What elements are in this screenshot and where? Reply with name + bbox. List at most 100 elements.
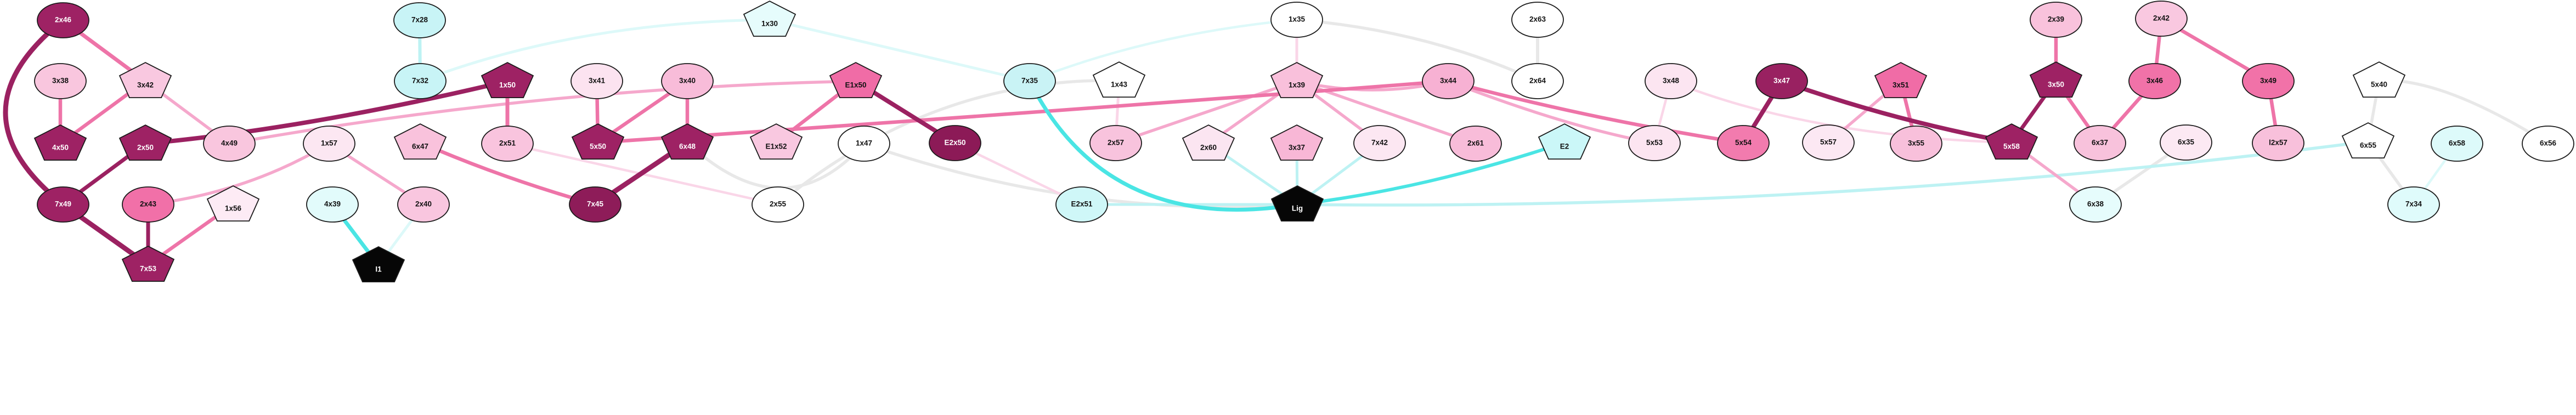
node-6x58[interactable]: 6x58	[2431, 126, 2483, 162]
node-2x50[interactable]: 2x50	[118, 124, 172, 161]
node-7x42[interactable]: 7x42	[1353, 125, 1406, 161]
node-shape-3x51[interactable]	[1874, 62, 1928, 99]
node-shape-Lig[interactable]	[1270, 185, 1324, 222]
node-2x40[interactable]: 2x40	[397, 186, 450, 223]
node-shape-1x35[interactable]	[1270, 2, 1323, 38]
node-shape-1x56[interactable]	[206, 185, 260, 222]
node-2x61[interactable]: 2x61	[1449, 126, 1502, 162]
node-6x48[interactable]: 6x48	[660, 123, 714, 160]
node-shape-7x45[interactable]	[569, 186, 622, 223]
node-shape-6x55[interactable]	[2341, 122, 2395, 159]
node-shape-2x51[interactable]	[481, 126, 534, 162]
node-6x55[interactable]: 6x55	[2341, 122, 2395, 159]
node-shape-3x38[interactable]	[34, 63, 87, 99]
node-shape-1x47[interactable]	[838, 126, 890, 162]
node-2x46[interactable]: 2x46	[37, 2, 89, 38]
node-2x42[interactable]: 2x42	[2135, 1, 2188, 37]
node-7x35[interactable]: 7x35	[1003, 63, 1056, 99]
node-5x57[interactable]: 5x57	[1802, 124, 1855, 161]
node-shape-6x56[interactable]	[2522, 126, 2574, 162]
node-3x44[interactable]: 3x44	[1422, 63, 1475, 99]
node-shape-E2[interactable]	[1538, 123, 1591, 160]
node-shape-5x54[interactable]	[1717, 125, 1770, 161]
node-2x57[interactable]: 2x57	[1089, 125, 1142, 161]
node-5x53[interactable]: 5x53	[1628, 125, 1681, 161]
node-shape-3x37[interactable]	[1270, 124, 1324, 161]
node-shape-2x55[interactable]	[752, 186, 804, 223]
node-3x55[interactable]: 3x55	[1890, 126, 1942, 162]
node-shape-3x49[interactable]	[2242, 63, 2295, 99]
node-shape-2x57[interactable]	[1089, 125, 1142, 161]
node-2x63[interactable]: 2x63	[1511, 2, 1564, 38]
node-3x41[interactable]: 3x41	[570, 63, 623, 99]
node-1x50[interactable]: 1x50	[481, 62, 534, 99]
node-E2x50[interactable]: E2x50	[929, 125, 981, 161]
node-shape-3x42[interactable]	[118, 62, 172, 99]
node-shape-4x49[interactable]	[203, 126, 256, 162]
node-7x49[interactable]: 7x49	[37, 186, 89, 223]
node-shape-1x43[interactable]	[1092, 61, 1146, 98]
node-shape-6x47[interactable]	[393, 123, 447, 160]
node-shape-E2x51[interactable]	[1055, 186, 1108, 223]
node-shape-2x40[interactable]	[397, 186, 450, 223]
node-shape-7x42[interactable]	[1353, 125, 1406, 161]
node-1x43[interactable]: 1x43	[1092, 61, 1146, 98]
node-shape-4x50[interactable]	[33, 124, 87, 161]
node-shape-7x35[interactable]	[1003, 63, 1056, 99]
node-shape-3x55[interactable]	[1890, 126, 1942, 162]
node-3x49[interactable]: 3x49	[2242, 63, 2295, 99]
node-shape-5x58[interactable]	[1985, 123, 2038, 160]
node-shape-6x38[interactable]	[2069, 186, 2122, 223]
node-1x30[interactable]: 1x30	[743, 1, 796, 37]
node-3x51[interactable]: 3x51	[1874, 62, 1928, 99]
node-shape-1x30[interactable]	[743, 1, 796, 37]
node-2x64[interactable]: 2x64	[1511, 63, 1564, 99]
node-shape-2x60[interactable]	[1182, 124, 1235, 161]
node-2x39[interactable]: 2x39	[2030, 2, 2082, 38]
node-3x46[interactable]: 3x46	[2128, 63, 2181, 99]
node-shape-E2x50[interactable]	[929, 125, 981, 161]
node-shape-7x49[interactable]	[37, 186, 89, 223]
node-shape-3x48[interactable]	[1645, 63, 1697, 99]
node-E2x51[interactable]: E2x51	[1055, 186, 1108, 223]
node-1x47[interactable]: 1x47	[838, 126, 890, 162]
node-3x38[interactable]: 3x38	[34, 63, 87, 99]
node-7x34[interactable]: 7x34	[2387, 186, 2440, 223]
node-6x47[interactable]: 6x47	[393, 123, 447, 160]
node-5x58[interactable]: 5x58	[1985, 123, 2038, 160]
node-shape-l2x57[interactable]	[2252, 125, 2304, 161]
node-3x40[interactable]: 3x40	[661, 63, 714, 99]
node-shape-1x57[interactable]	[303, 126, 355, 162]
node-3x48[interactable]: 3x48	[1645, 63, 1697, 99]
node-shape-6x48[interactable]	[660, 123, 714, 160]
node-6x56[interactable]: 6x56	[2522, 126, 2574, 162]
node-2x43[interactable]: 2x43	[122, 186, 174, 223]
node-shape-5x57[interactable]	[1802, 124, 1855, 161]
node-7x28[interactable]: 7x28	[393, 2, 446, 38]
node-shape-3x44[interactable]	[1422, 63, 1475, 99]
node-7x32[interactable]: 7x32	[394, 63, 447, 99]
node-shape-2x46[interactable]	[37, 2, 89, 38]
node-2x51[interactable]: 2x51	[481, 126, 534, 162]
node-4x39[interactable]: 4x39	[306, 186, 359, 223]
node-7x45[interactable]: 7x45	[569, 186, 622, 223]
node-shape-2x42[interactable]	[2135, 1, 2188, 37]
node-I1[interactable]: I1	[352, 246, 405, 282]
node-1x57[interactable]: 1x57	[303, 126, 355, 162]
node-shape-7x53[interactable]	[121, 246, 175, 282]
node-l2x57[interactable]: l2x57	[2252, 125, 2304, 161]
node-shape-2x61[interactable]	[1449, 126, 1502, 162]
node-1x39[interactable]: 1x39	[1270, 62, 1324, 99]
node-2x55[interactable]: 2x55	[752, 186, 804, 223]
node-6x37[interactable]: 6x37	[2074, 125, 2126, 161]
node-shape-5x53[interactable]	[1628, 125, 1681, 161]
node-5x54[interactable]: 5x54	[1717, 125, 1770, 161]
node-shape-1x50[interactable]	[481, 62, 534, 99]
node-4x49[interactable]: 4x49	[203, 126, 256, 162]
node-shape-5x50[interactable]	[571, 123, 625, 160]
node-shape-3x46[interactable]	[2128, 63, 2181, 99]
node-shape-3x40[interactable]	[661, 63, 714, 99]
node-shape-2x39[interactable]	[2030, 2, 2082, 38]
node-shape-6x35[interactable]	[2160, 124, 2212, 161]
node-6x35[interactable]: 6x35	[2160, 124, 2212, 161]
